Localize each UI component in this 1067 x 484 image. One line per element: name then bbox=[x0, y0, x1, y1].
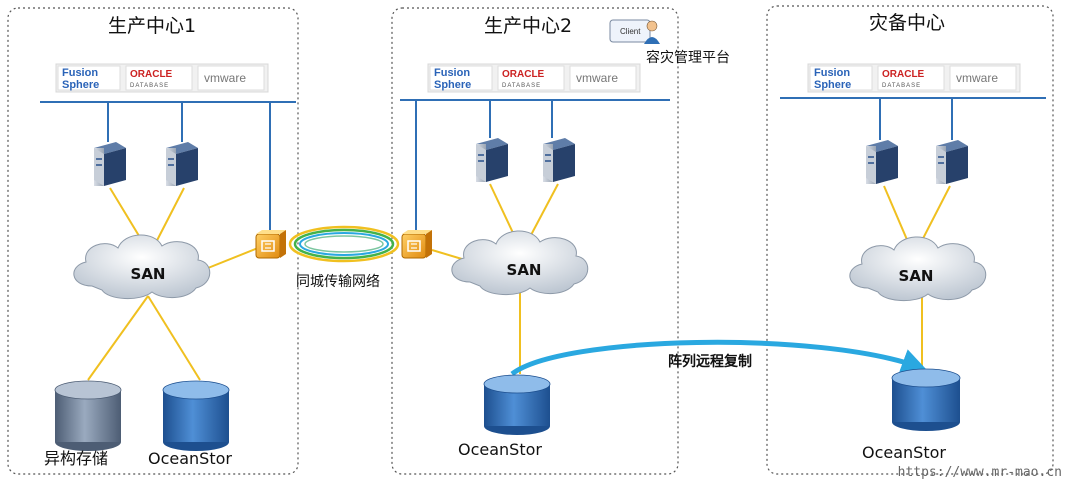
disk-oceanstor-icon bbox=[891, 368, 961, 431]
vmware-logo: vmware bbox=[576, 71, 618, 85]
disk-oceanstor-icon bbox=[162, 380, 230, 451]
center-title-prod1: 生产中心1 bbox=[108, 15, 196, 37]
fusionsphere-logo: Fusion bbox=[814, 67, 850, 79]
oracle-logo: ORACLE bbox=[882, 69, 925, 80]
server-icon bbox=[476, 138, 508, 182]
san-cloud-prod2: SAN bbox=[451, 230, 589, 295]
logo-strip-dr: Fusion Sphere ORACLE DATABASE vmware bbox=[807, 63, 1021, 93]
center-box-prod2 bbox=[391, 7, 679, 475]
oracle-logo-line2: DATABASE bbox=[882, 83, 921, 89]
server-icon bbox=[866, 140, 898, 184]
logo-strip-prod2: Fusion Sphere ORACLE DATABASE vmware bbox=[427, 63, 641, 93]
vmware-logo: vmware bbox=[956, 71, 998, 85]
storage-label-oceanstor: OceanStor bbox=[458, 440, 542, 459]
client-label: 容灾管理平台 bbox=[646, 49, 730, 66]
oracle-logo-line2: DATABASE bbox=[130, 83, 169, 89]
oracle-logo: ORACLE bbox=[502, 69, 545, 80]
router-icon bbox=[255, 229, 287, 259]
san-cloud-prod1: SAN bbox=[73, 234, 211, 299]
fusionsphere-logo-line2: Sphere bbox=[814, 79, 851, 91]
server-icon bbox=[936, 140, 968, 184]
oracle-logo: ORACLE bbox=[130, 69, 173, 80]
client-workstation-icon: Client bbox=[609, 19, 660, 44]
client-badge-text: Client bbox=[620, 27, 641, 36]
storage-label-hetero: 异构存储 bbox=[44, 449, 108, 468]
replication-label: 阵列远程复制 bbox=[668, 353, 752, 370]
fusionsphere-logo: Fusion bbox=[434, 67, 470, 79]
watermark-url: https://www.mr-mao.cn bbox=[898, 465, 1062, 480]
fusionsphere-logo-line2: Sphere bbox=[62, 79, 99, 91]
disk-oceanstor-icon bbox=[483, 374, 551, 435]
network-bus-lines bbox=[40, 97, 1046, 232]
vmware-logo: vmware bbox=[204, 71, 246, 85]
disk-hetero-icon bbox=[54, 380, 122, 451]
server-icon bbox=[94, 142, 126, 186]
san-label: SAN bbox=[899, 267, 934, 285]
san-cloud-dr: SAN bbox=[849, 236, 987, 301]
logo-strip-prod1: Fusion Sphere ORACLE DATABASE vmware bbox=[55, 63, 269, 93]
san-label: SAN bbox=[131, 265, 166, 283]
server-icon bbox=[543, 138, 575, 182]
oracle-logo-line2: DATABASE bbox=[502, 83, 541, 89]
center-box-dr bbox=[766, 5, 1054, 475]
fusionsphere-logo: Fusion bbox=[62, 67, 98, 79]
network-label: 同城传输网络 bbox=[296, 274, 380, 290]
replication-arrow bbox=[510, 339, 927, 377]
storage-label-oceanstor: OceanStor bbox=[148, 449, 232, 468]
metro-network-ring bbox=[288, 225, 400, 263]
san-label: SAN bbox=[507, 261, 542, 279]
storage-label-oceanstor: OceanStor bbox=[862, 443, 946, 462]
center-title-prod2: 生产中心2 bbox=[484, 15, 572, 37]
router-icon bbox=[401, 229, 433, 259]
fusionsphere-logo-line2: Sphere bbox=[434, 79, 471, 91]
server-icon bbox=[166, 142, 198, 186]
center-title-dr: 灾备中心 bbox=[869, 12, 945, 34]
center-box-prod1 bbox=[7, 7, 299, 475]
